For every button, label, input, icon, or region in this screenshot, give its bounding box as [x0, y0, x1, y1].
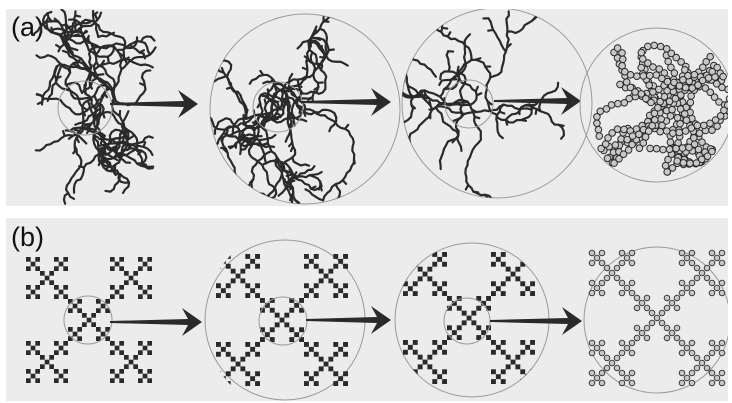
arrow-icon — [490, 307, 582, 335]
panel-a-diagram — [33, 9, 728, 205]
cross-fractal-stage-2 — [216, 254, 348, 386]
magnifier-circle-icon — [444, 79, 494, 129]
panel-label-a: (a) — [11, 12, 44, 42]
random-cluster-stage-2 — [210, 15, 356, 204]
cross-fractal-stage-4 — [588, 249, 726, 387]
random-cluster-stage-1 — [33, 9, 157, 205]
arrow-icon — [306, 306, 391, 334]
arrow-icon — [301, 88, 391, 116]
magnifier-circle-icon — [583, 246, 728, 394]
magnifier-circle-icon — [57, 80, 113, 136]
cross-fractal-stage-1 — [26, 257, 152, 383]
panel-a: (a) — [6, 9, 728, 206]
panel-label-b: (b) — [11, 222, 44, 252]
cross-fractal-stage-3 — [403, 252, 535, 384]
magnifier-circle-icon — [63, 295, 113, 345]
magnifier-circle-icon — [579, 27, 728, 183]
magnifier-circle-icon — [401, 9, 593, 199]
magnifier-circle-icon — [443, 297, 491, 345]
arrow-icon — [110, 90, 198, 118]
panel-b: (b) — [6, 218, 728, 401]
particle-cluster-stage-4 — [593, 41, 728, 176]
magnifier-circle-icon — [209, 13, 401, 205]
arrow-icon — [110, 308, 202, 336]
random-cluster-stage-3 — [402, 9, 565, 198]
magnifier-circle-icon — [252, 81, 304, 133]
panel-b-diagram — [26, 239, 728, 401]
arrow-icon — [494, 87, 581, 115]
